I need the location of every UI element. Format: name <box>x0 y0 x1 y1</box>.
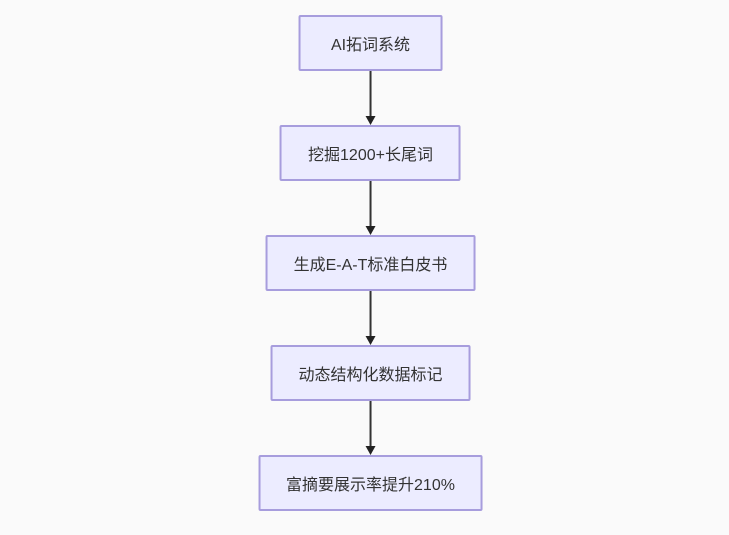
arrow-down-icon <box>365 446 376 455</box>
connector-line <box>369 181 372 227</box>
flow-node-ai-keyword-system: AI拓词系统 <box>298 15 443 71</box>
flow-node-longtail-mining: 挖掘1200+长尾词 <box>280 125 461 181</box>
arrow-down-icon <box>365 116 376 125</box>
flow-connector-4-5 <box>365 401 376 455</box>
flow-connector-2-3 <box>365 181 376 235</box>
arrow-down-icon <box>365 336 376 345</box>
flow-connector-3-4 <box>365 291 376 345</box>
flow-connector-1-2 <box>365 71 376 125</box>
arrow-down-icon <box>365 226 376 235</box>
node-label: 生成E-A-T标准白皮书 <box>293 257 448 274</box>
flowchart: AI拓词系统 挖掘1200+长尾词 生成E-A-T标准白皮书 动态结构化数据标记 <box>258 15 483 511</box>
flow-node-eat-whitepaper: 生成E-A-T标准白皮书 <box>265 235 476 291</box>
node-label: 富摘要展示率提升210% <box>286 477 455 494</box>
connector-line <box>369 291 372 337</box>
connector-line <box>369 71 372 117</box>
connector-line <box>369 401 372 447</box>
flow-node-rich-snippet-result: 富摘要展示率提升210% <box>258 455 483 511</box>
flow-node-structured-data-markup: 动态结构化数据标记 <box>270 345 471 401</box>
node-label: 动态结构化数据标记 <box>298 367 443 384</box>
node-label: 挖掘1200+长尾词 <box>308 147 433 164</box>
node-label: AI拓词系统 <box>330 37 411 54</box>
